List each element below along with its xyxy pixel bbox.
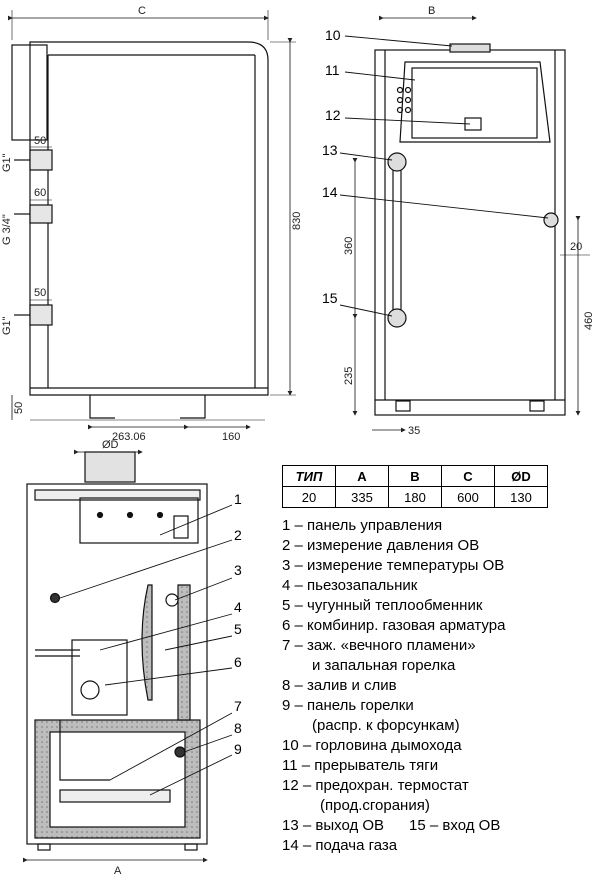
callout-7: 7 <box>234 698 242 714</box>
legend-item: 4 – пьезозапальник <box>282 577 418 594</box>
spec-header-b: B <box>388 465 442 487</box>
parts-legend: 1 – панель управления 2 – измерение давл… <box>282 516 505 856</box>
rear-view <box>352 15 590 433</box>
legend-item: 1 – панель управления <box>282 517 443 534</box>
legend-item: 9 – панель горелки <box>282 697 414 714</box>
dim-20: 20 <box>570 241 582 253</box>
spec-header-type: ТИП <box>282 465 336 487</box>
dim-50-top: 50 <box>34 135 46 147</box>
side-view <box>8 10 296 430</box>
callout-14: 14 <box>322 184 338 200</box>
dim-od: ØD <box>102 439 119 451</box>
spec-cell-d: 130 <box>494 486 548 508</box>
dim-160: 160 <box>222 431 240 443</box>
front-view-labels: ØD A 1 2 3 4 5 6 7 8 9 <box>102 439 242 877</box>
dim-50-height: 50 <box>13 402 25 414</box>
spec-header-d: ØD <box>494 465 548 487</box>
legend-item: 14 – подача газа <box>282 837 398 854</box>
legend-item: 3 – измерение температуры ОВ <box>282 557 505 574</box>
callout-4: 4 <box>234 599 242 615</box>
thread-g34: G 3/4" <box>1 214 13 245</box>
legend-item: 5 – чугунный теплообменник <box>282 597 483 614</box>
spec-cell-c: 600 <box>441 486 495 508</box>
legend-item-continuation: (распр. к форсункам) <box>312 717 460 734</box>
dim-235: 235 <box>343 367 355 385</box>
legend-item: 7 – заж. «вечного пламени» <box>282 637 476 654</box>
dim-263: 263.06 <box>112 431 146 443</box>
legend-item: 10 – горловина дымохода <box>282 737 462 754</box>
spec-cell-b: 180 <box>388 486 442 508</box>
thread-g1-top: G1" <box>1 153 13 172</box>
callout-11: 11 <box>325 62 340 78</box>
spec-header-c: C <box>441 465 495 487</box>
dim-60: 60 <box>34 187 46 199</box>
rear-view-callouts <box>339 35 549 317</box>
legend-item-continuation: и запальная горелка <box>312 657 456 674</box>
dim-360: 360 <box>343 237 355 255</box>
spec-header-a: A <box>335 465 389 487</box>
spec-cell-type: 20 <box>282 486 336 508</box>
callout-3: 3 <box>234 562 242 578</box>
thread-g1-bottom: G1" <box>1 316 13 335</box>
callout-5: 5 <box>234 621 242 637</box>
dim-c: C <box>138 5 146 17</box>
callout-10: 10 <box>325 27 341 43</box>
spec-cell-a: 335 <box>335 486 389 508</box>
spec-table-row: 20 335 180 600 130 <box>282 486 548 508</box>
callout-12: 12 <box>325 107 341 123</box>
legend-item: 13 – выход ОВ 15 – вход ОВ <box>282 817 501 834</box>
spec-table-header: ТИП A B C ØD <box>282 465 548 487</box>
front-view-callouts <box>59 504 233 796</box>
callout-8: 8 <box>234 720 242 736</box>
callout-2: 2 <box>234 527 242 543</box>
callout-9: 9 <box>234 741 242 757</box>
legend-item: 6 – комбинир. газовая арматура <box>282 617 506 634</box>
rear-view-labels: B 10 11 12 13 14 15 360 235 460 20 35 <box>322 5 595 437</box>
dim-b: B <box>428 5 435 17</box>
front-view <box>23 449 208 863</box>
callout-6: 6 <box>234 654 242 670</box>
legend-item: 11 – прерыватель тяги <box>282 757 439 774</box>
legend-item: 2 – измерение давления ОВ <box>282 537 480 554</box>
spec-table: ТИП A B C ØD 20 335 180 600 130 <box>282 465 548 508</box>
callout-13: 13 <box>322 142 338 158</box>
legend-item: 12 – предохран. термостат <box>282 777 469 794</box>
callout-15: 15 <box>322 290 338 306</box>
side-view-labels: C 830 50 60 50 G1" G 3/4" G1" 50 263.06 … <box>1 5 303 443</box>
dim-830: 830 <box>291 212 303 230</box>
dim-35: 35 <box>408 425 420 437</box>
dim-a: A <box>114 865 122 877</box>
legend-item-continuation: (прод.сгорания) <box>320 797 430 814</box>
callout-1: 1 <box>234 491 242 507</box>
dim-50-bottom: 50 <box>34 287 46 299</box>
dim-460: 460 <box>583 312 595 330</box>
legend-item: 8 – залив и слив <box>282 677 397 694</box>
